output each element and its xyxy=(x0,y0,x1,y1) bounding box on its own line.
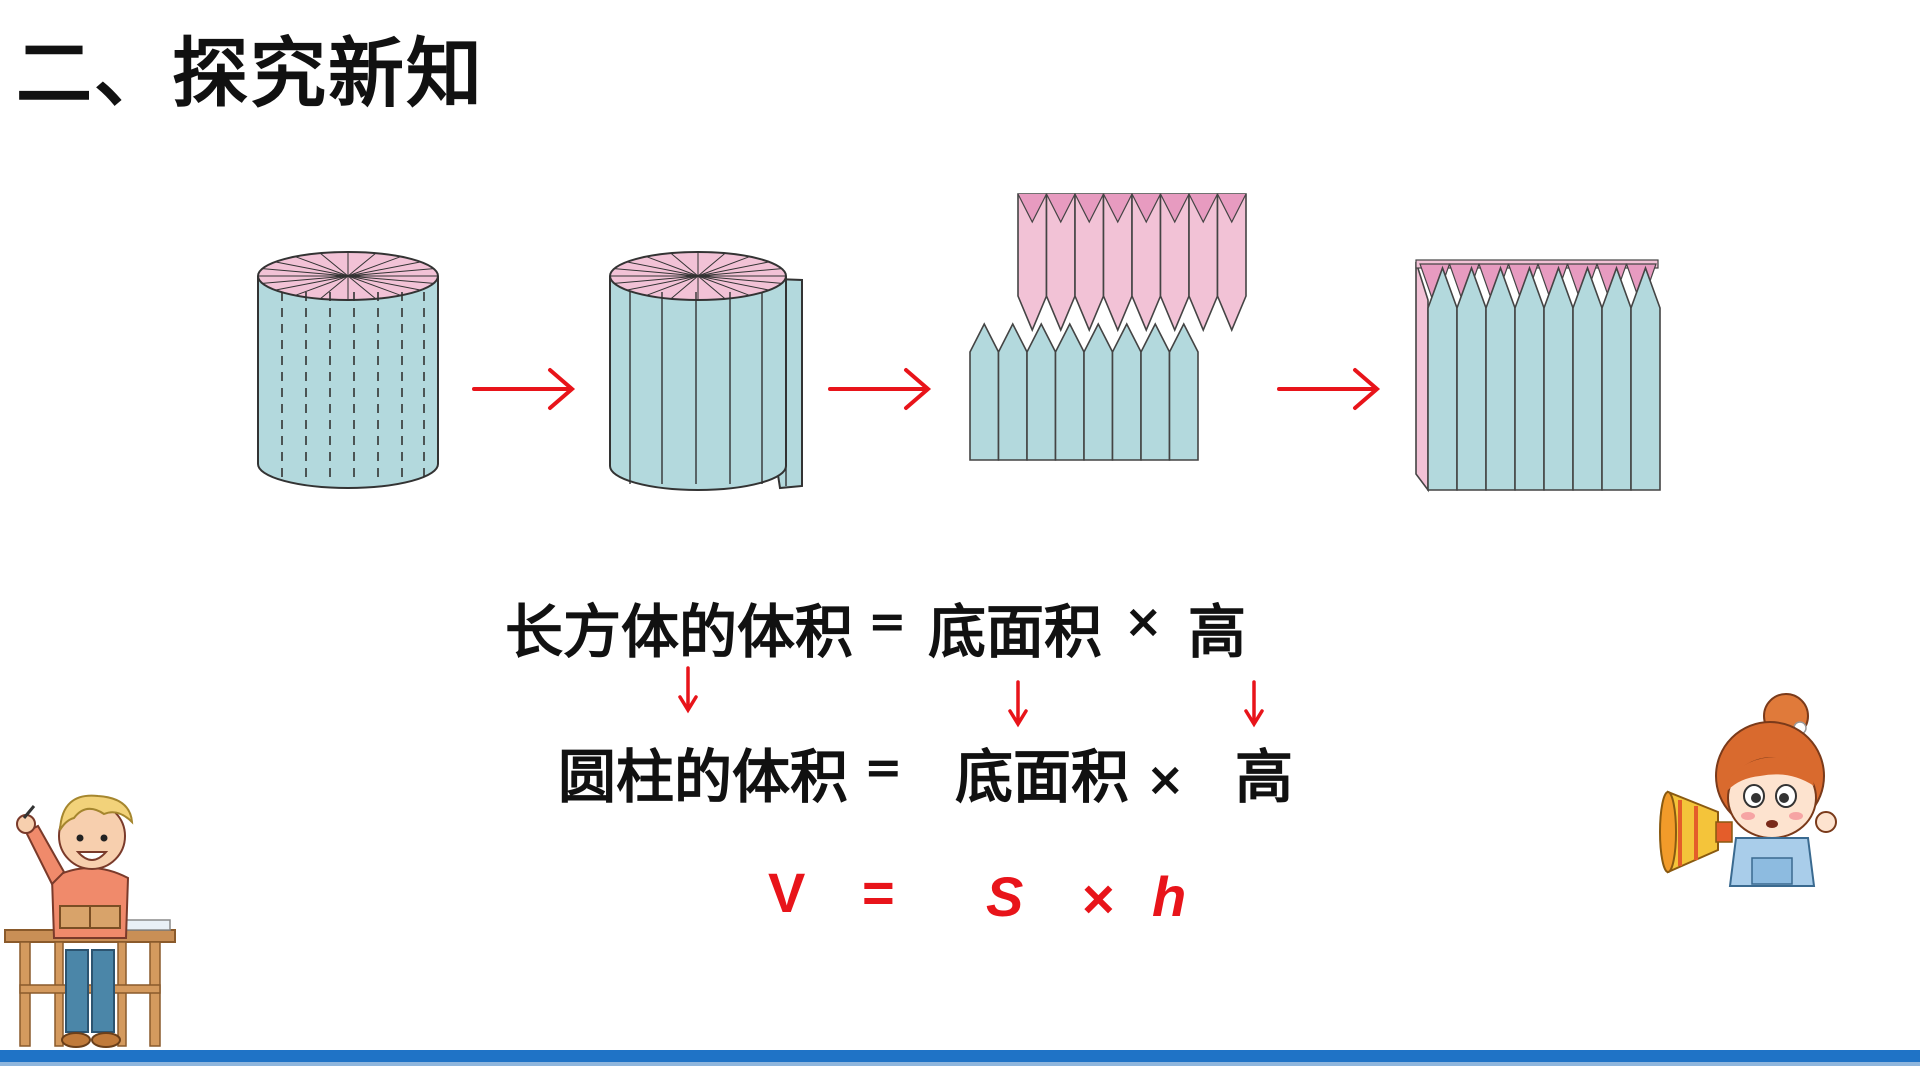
wedge-strips-figure xyxy=(969,193,1247,461)
equals-sign: = xyxy=(862,861,895,924)
bottom-bar xyxy=(0,1050,1920,1062)
right-arrow-icon xyxy=(1277,368,1381,410)
times-sign: × xyxy=(1082,867,1115,930)
base-area-label: 底面积 xyxy=(928,598,1103,666)
right-arrow-icon xyxy=(828,368,932,410)
boy-at-desk-illustration xyxy=(4,794,176,1048)
height-label: 高 xyxy=(1188,598,1247,666)
height-symbol: h xyxy=(1152,865,1187,928)
cylinder-volume-label: 圆柱的体积 xyxy=(558,743,849,811)
base-area-label: 底面积 xyxy=(955,743,1130,811)
bottom-bar-shadow xyxy=(0,1062,1920,1066)
down-arrow-icon xyxy=(1244,680,1264,728)
equals-sign: = xyxy=(868,594,907,648)
base-area-symbol: S xyxy=(986,865,1024,928)
girl-with-megaphone-illustration xyxy=(1659,693,1837,887)
cut-cylinder-figure xyxy=(609,251,803,491)
cuboid-volume-label: 长方体的体积 xyxy=(505,598,854,666)
times-sign: × xyxy=(1124,594,1163,648)
height-label: 高 xyxy=(1235,743,1294,811)
equals-sign: = xyxy=(864,740,903,794)
right-arrow-icon xyxy=(472,368,576,410)
cuboid-figure xyxy=(1415,259,1661,493)
cylinder-figure xyxy=(257,251,439,489)
down-arrow-icon xyxy=(678,666,698,714)
down-arrow-icon xyxy=(1008,680,1028,728)
times-sign: × xyxy=(1146,752,1185,806)
slide-title: 二、探究新知 xyxy=(16,29,484,118)
volume-symbol: V xyxy=(768,861,806,924)
